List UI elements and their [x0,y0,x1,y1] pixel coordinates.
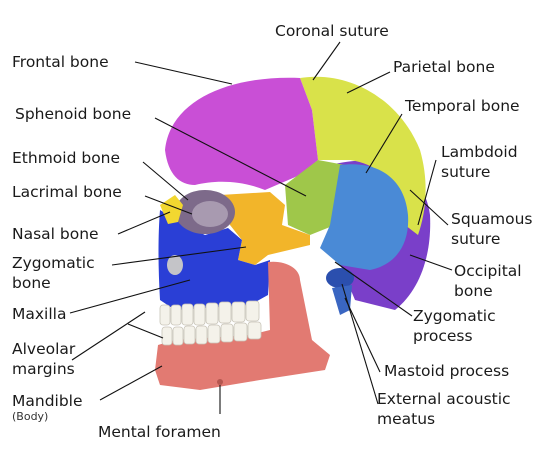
label-external-meatus-line2: meatus [377,410,436,428]
label-alveolar-margins: Alveolar margins [12,339,75,379]
label-ethmoid-bone: Ethmoid bone [12,149,121,167]
line-alveolar-margins-1 [71,311,146,361]
label-mental-foramen: Mental foramen [98,423,221,441]
label-frontal-bone: Frontal bone [12,53,109,71]
line-sphenoid-bone [154,117,307,197]
line-ethmoid-bone [142,161,189,201]
teeth [159,300,262,346]
line-coronal-suture [312,41,341,81]
label-external-acoustic-meatus: External acoustic meatus [377,389,511,429]
label-squamous-line1: Squamous [451,210,533,228]
line-occipital-bone [409,254,453,271]
line-squamous-suture [409,189,449,226]
line-zygomatic-process [334,261,413,317]
line-alveolar-margins-2 [127,323,164,339]
mastoid-process-shape [332,285,352,315]
label-lacrimal-bone: Lacrimal bone [12,183,122,201]
nasal-bone-region [160,195,183,224]
line-external-meatus [341,283,379,405]
zygomatic-bone-region [220,192,310,265]
label-maxilla: Maxilla [12,305,67,323]
temporal-bone-region [320,164,409,270]
label-zygomatic-bone-line1: Zygomatic [12,254,95,272]
line-lacrimal-bone [144,195,193,215]
line-maxilla [69,279,191,314]
line-frontal-bone [134,61,233,85]
label-mandible: Mandible (Body) [12,391,83,423]
nasal-cavity [167,255,183,275]
label-sphenoid-bone: Sphenoid bone [15,105,132,123]
label-zygomatic-process-line1: Zygomatic [413,307,496,325]
label-external-meatus-line1: External acoustic [377,390,511,408]
label-parietal-bone: Parietal bone [393,58,495,76]
external-acoustic-meatus-shape [326,268,354,288]
label-occipital-line2: bone [454,282,493,300]
line-mandible [99,365,163,401]
label-mandible-main: Mandible [12,392,83,410]
line-temporal-bone [365,113,403,174]
label-coronal-suture: Coronal suture [275,22,389,40]
label-temporal-bone: Temporal bone [405,97,520,115]
label-occipital-line1: Occipital [454,262,522,280]
parietal-bone-region [300,76,426,235]
label-zygomatic-bone: Zygomatic bone [12,253,95,293]
line-lambdoid-suture [417,159,437,226]
label-lambdoid-line1: Lambdoid [441,143,518,161]
frontal-bone-region [165,77,318,190]
label-zygomatic-process-line2: process [413,327,473,345]
label-alveolar-line2: margins [12,360,75,378]
mandible-region [155,261,330,390]
label-occipital-bone: Occipital bone [454,261,522,301]
line-zygomatic-bone [111,246,247,266]
line-parietal-bone [346,71,391,94]
label-mandible-sub: (Body) [12,410,49,423]
sphenoid-bone-region [285,160,345,235]
label-squamous-line2: suture [451,230,501,248]
line-mastoid-process [344,297,381,373]
label-lambdoid-line2: suture [441,163,491,181]
leader-lines [69,41,453,414]
maxilla-region [158,210,270,310]
line-nasal-bone [117,211,171,235]
mental-foramen-dot [217,379,223,385]
orbit-inner [192,201,228,227]
label-squamous-suture: Squamous suture [451,209,532,249]
label-nasal-bone: Nasal bone [12,225,99,243]
label-alveolar-line1: Alveolar [12,340,76,358]
label-zygomatic-bone-line2: bone [12,274,51,292]
label-mastoid-process: Mastoid process [384,362,510,380]
label-lambdoid-suture: Lambdoid suture [441,142,518,182]
label-zygomatic-process: Zygomatic process [413,306,496,346]
